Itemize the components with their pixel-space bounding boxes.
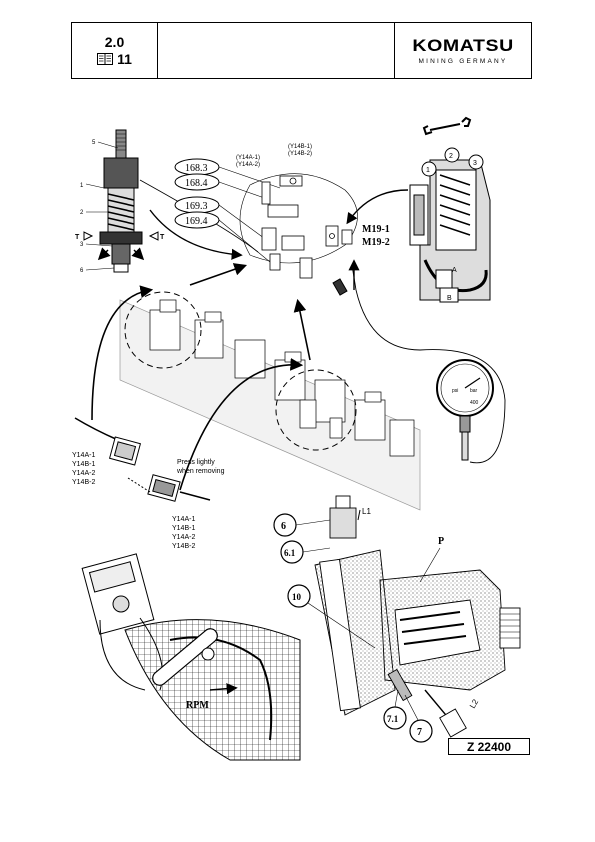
callout-169-3: 169.3	[185, 201, 208, 212]
wrench-icon	[422, 116, 472, 136]
label-1: 1	[80, 183, 84, 189]
left-list-3: Y14A-2	[72, 470, 95, 477]
label-3: 3	[80, 242, 84, 248]
label-y14b-pair-1: (Y14B-1)	[288, 144, 312, 150]
left-list-2: Y14B-1	[72, 461, 95, 468]
valve-manifold-assembly	[119, 299, 421, 511]
callout-168-3: 168.3	[185, 163, 208, 174]
arrow-to-m19	[346, 189, 409, 225]
brand-cell: KOMATSU MINING GERMANY	[395, 23, 531, 78]
page-header: 2.0 11 KOMATSU MINING GERMANY	[71, 22, 532, 79]
marker-1	[421, 161, 437, 177]
left-list-1: Y14A-1	[72, 452, 95, 459]
marker-2-text: 2	[449, 153, 453, 160]
left-list-4: Y14B-2	[72, 479, 95, 486]
marker-2	[444, 147, 460, 163]
electrical-plug-right	[147, 474, 211, 502]
marker-1-text: 1	[426, 167, 430, 174]
plug-separation-line	[127, 477, 151, 493]
marker-7-1-text: 7.1	[387, 714, 399, 724]
label-l2: L2	[468, 697, 481, 710]
leader-p	[419, 547, 441, 583]
valve-block-detail	[239, 173, 358, 279]
arrow-detail-left	[189, 263, 248, 286]
marker-10	[287, 584, 311, 608]
label-p: P	[438, 536, 444, 547]
gauge-unit-bar: bar	[470, 388, 478, 394]
label-y14a-pair-1: (Y14A-1)	[236, 155, 260, 161]
page-number: 11	[117, 50, 132, 67]
connector-arrow	[149, 209, 243, 260]
section-number: 2.0	[104, 33, 125, 50]
arrow-plug-right	[179, 358, 304, 491]
arrow-rpm	[209, 683, 238, 695]
right-list-3: Y14A-2	[172, 534, 195, 541]
page-number-row: 11	[97, 51, 132, 68]
marker-3	[468, 154, 484, 170]
electrical-plug-left	[74, 417, 142, 466]
marker-6-1-text: 6.1	[284, 548, 296, 558]
label-m19-2: M19-2	[362, 237, 390, 248]
marker-7-text: 7	[417, 727, 422, 738]
when-removing-text: when removing	[176, 468, 225, 475]
marker-3-text: 3	[473, 160, 477, 167]
label-b: B	[447, 295, 452, 302]
dim-l1	[357, 509, 361, 521]
label-t-left: T	[75, 234, 80, 241]
callout-group-168	[174, 158, 281, 263]
pump-regulator	[409, 159, 491, 303]
right-list-2: Y14B-1	[172, 525, 195, 532]
callout-169-4: 169.4	[185, 216, 208, 227]
label-rpm: RPM	[186, 700, 209, 711]
test-coupling	[332, 278, 348, 296]
label-l1: L1	[362, 507, 371, 516]
marker-7	[409, 719, 433, 743]
marker-6-text: 6	[281, 521, 286, 532]
detail-circle-right	[275, 369, 357, 451]
right-list-1: Y14A-1	[172, 516, 195, 523]
book-icon	[97, 53, 114, 65]
label-t-right: T	[160, 234, 165, 241]
brand-subtitle: MINING GERMANY	[418, 58, 508, 65]
hydraulic-pump	[314, 495, 521, 738]
pressure-valve-cartridge	[83, 129, 159, 273]
figure-reference: Z 22400	[448, 738, 530, 755]
label-2: 2	[80, 210, 84, 216]
gauge-scale-400: 400	[470, 400, 479, 406]
detail-circle-left	[124, 291, 202, 369]
marker-10-text: 10	[292, 592, 302, 602]
right-list-4: Y14B-2	[172, 543, 195, 550]
brand-logo: KOMATSU	[412, 36, 514, 55]
gauge-hose	[351, 264, 506, 464]
label-6: 6	[80, 268, 84, 274]
pressure-gauge	[436, 359, 494, 461]
label-a: A	[452, 267, 457, 274]
label-y14a-pair-2: (Y14A-2)	[236, 162, 260, 168]
header-title-cell	[158, 23, 395, 78]
gauge-unit-psi: psi	[452, 388, 458, 394]
press-lightly-text: Press lightly	[177, 459, 215, 466]
callout-168-4: 168.4	[185, 178, 208, 189]
arrow-detail-right	[293, 298, 311, 361]
multimeter	[81, 553, 163, 691]
section-info: 2.0 11	[72, 23, 158, 78]
label-m19-1: M19-1	[362, 224, 390, 235]
label-5: 5	[92, 140, 96, 146]
arrow-plug-left	[91, 285, 154, 421]
label-y14b-pair-2: (Y14B-2)	[288, 151, 312, 157]
